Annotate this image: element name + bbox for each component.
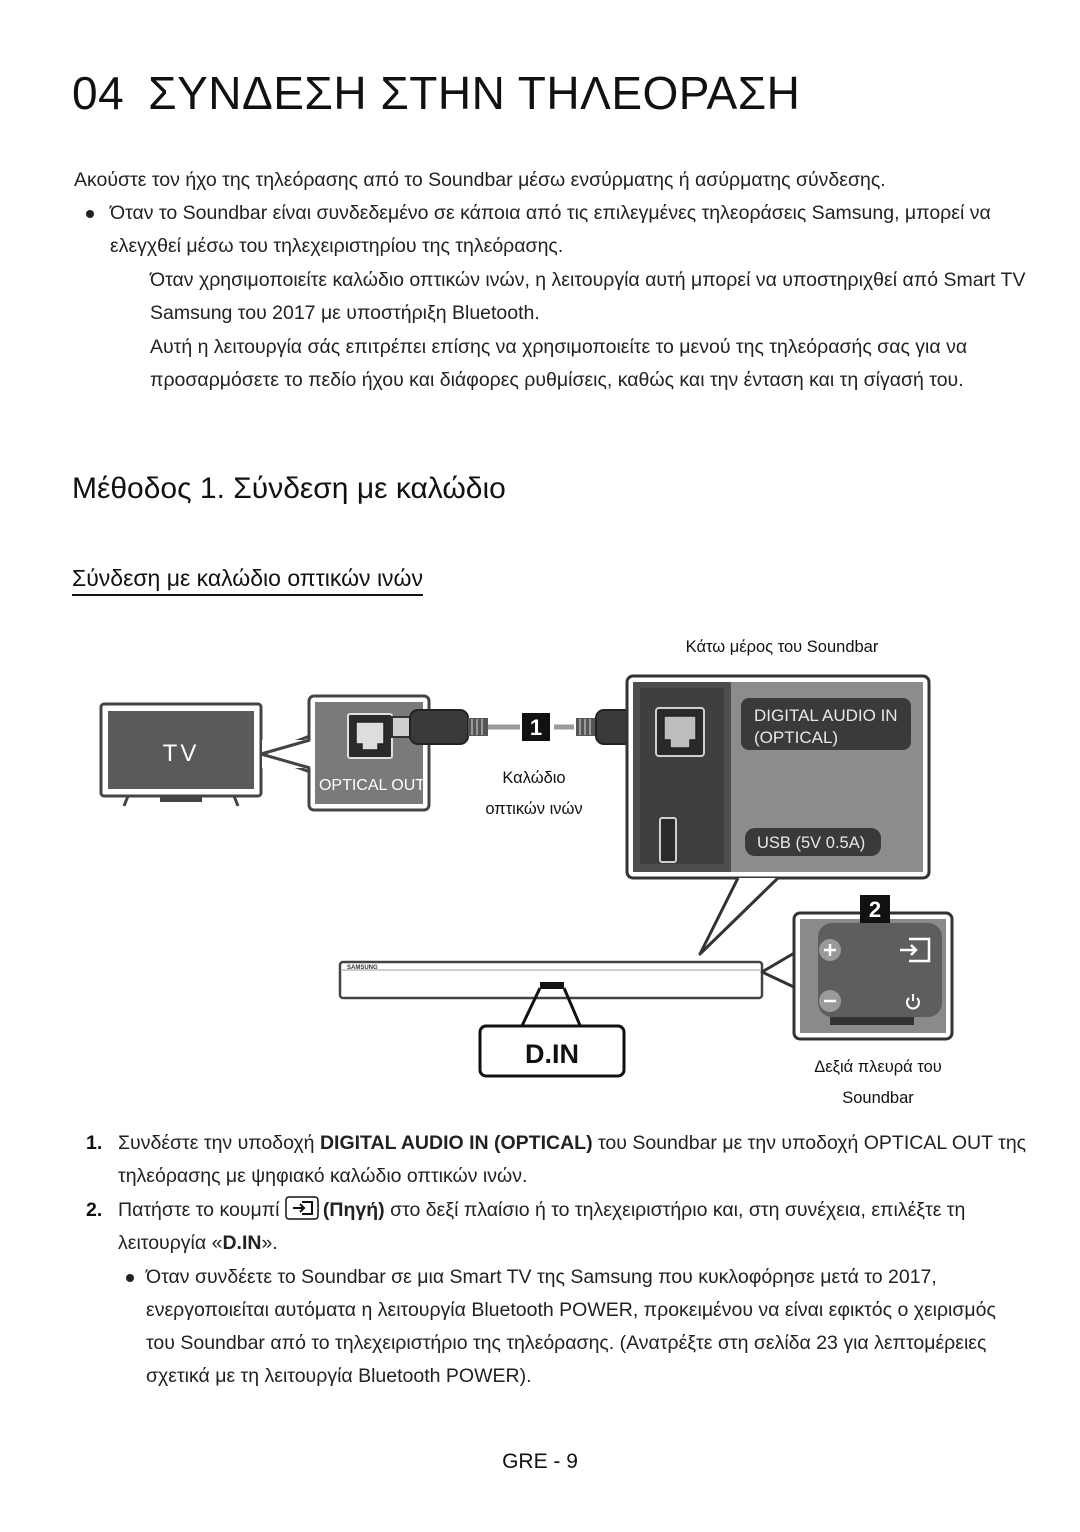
step-2-number: 2.: [86, 1199, 103, 1221]
svg-text:1: 1: [530, 715, 542, 740]
note-tv-menu: Αυτή η λειτουργία σάς επιτρέπει επίσης ν…: [150, 336, 968, 391]
chapter-title: ΣΥΝΔΕΣΗ ΣΤΗΝ ΤΗΛΕΟΡΑΣΗ: [148, 67, 801, 119]
bullet-dot: [86, 210, 94, 218]
usb-port-label: USB (5V 0.5A): [757, 834, 865, 852]
source-button-icon: [285, 1196, 319, 1220]
svg-text:(OPTICAL): (OPTICAL): [754, 728, 838, 747]
page-title: 04 ΣΥΝΔΕΣΗ ΣΤΗΝ ΤΗΛΕΟΡΑΣΗ: [72, 66, 800, 120]
tv-optical-out-panel: OPTICAL OUT: [260, 694, 431, 812]
section-heading-method: Μέθοδος 1. Σύνδεση με καλώδιο: [72, 472, 506, 505]
note-optical-support: Όταν χρησιμοποιείτε καλώδιο οπτικών ινών…: [150, 269, 1026, 324]
intro-text: Ακούστε τον ήχο της τηλεόρασης από το So…: [74, 169, 886, 191]
optical-out-label: OPTICAL OUT: [319, 777, 425, 794]
soundbar-bottom-panel: DIGITAL AUDIO IN (OPTICAL) USB (5V 0.5A): [625, 674, 931, 880]
power-icon: [906, 994, 920, 1010]
cable-label-line2: οπτικών ινών: [485, 800, 582, 818]
step-badge-2: [860, 895, 890, 923]
bullet-samsung-tv: Όταν το Soundbar είναι συνδεδεμένο σε κά…: [110, 202, 991, 257]
step-badge-1: [522, 713, 550, 741]
subsection-heading-optical: Σύνδεση με καλώδιο οπτικών ινών: [72, 565, 424, 596]
step-1-text: Συνδέστε την υποδοχή DIGITAL AUDIO IN (O…: [118, 1132, 1027, 1187]
svg-text:D.IN: D.IN: [525, 1039, 579, 1069]
chapter-number: 04: [72, 67, 125, 119]
cable-label-line1: Καλώδιο: [502, 769, 565, 787]
tv-label: TV: [163, 740, 200, 767]
digital-audio-in-label: DIGITAL AUDIO IN: [754, 706, 898, 725]
step-2-text: Πατήστε το κουμπί (Πηγή) στο δεξί πλαίσι…: [118, 1194, 1028, 1260]
brand-logo: SAMSUNG: [347, 965, 378, 971]
display-din: D.IN: [478, 987, 626, 1078]
right-side-label-line2: Soundbar: [842, 1089, 914, 1107]
tv-illustration: TV: [99, 702, 263, 807]
soundbar-illustration: SAMSUNG: [338, 960, 764, 1000]
bottom-of-soundbar-label: Κάτω μέρος του Soundbar: [686, 638, 879, 656]
step-1-number: 1.: [86, 1132, 103, 1154]
right-side-label-line1: Δεξιά πλευρά του: [814, 1058, 942, 1076]
bullet-bluetooth-power: Όταν συνδέετε το Soundbar σε μια Smart T…: [146, 1266, 996, 1387]
bullet-dot: [126, 1274, 134, 1282]
connection-diagram: Κάτω μέρος του Soundbar TV OPTICAL OUT 1: [99, 638, 954, 1107]
source-icon: [900, 937, 931, 963]
svg-text:2: 2: [869, 897, 881, 922]
soundbar-right-side-panel: [792, 911, 954, 1041]
page-number: GRE - 9: [502, 1450, 578, 1473]
